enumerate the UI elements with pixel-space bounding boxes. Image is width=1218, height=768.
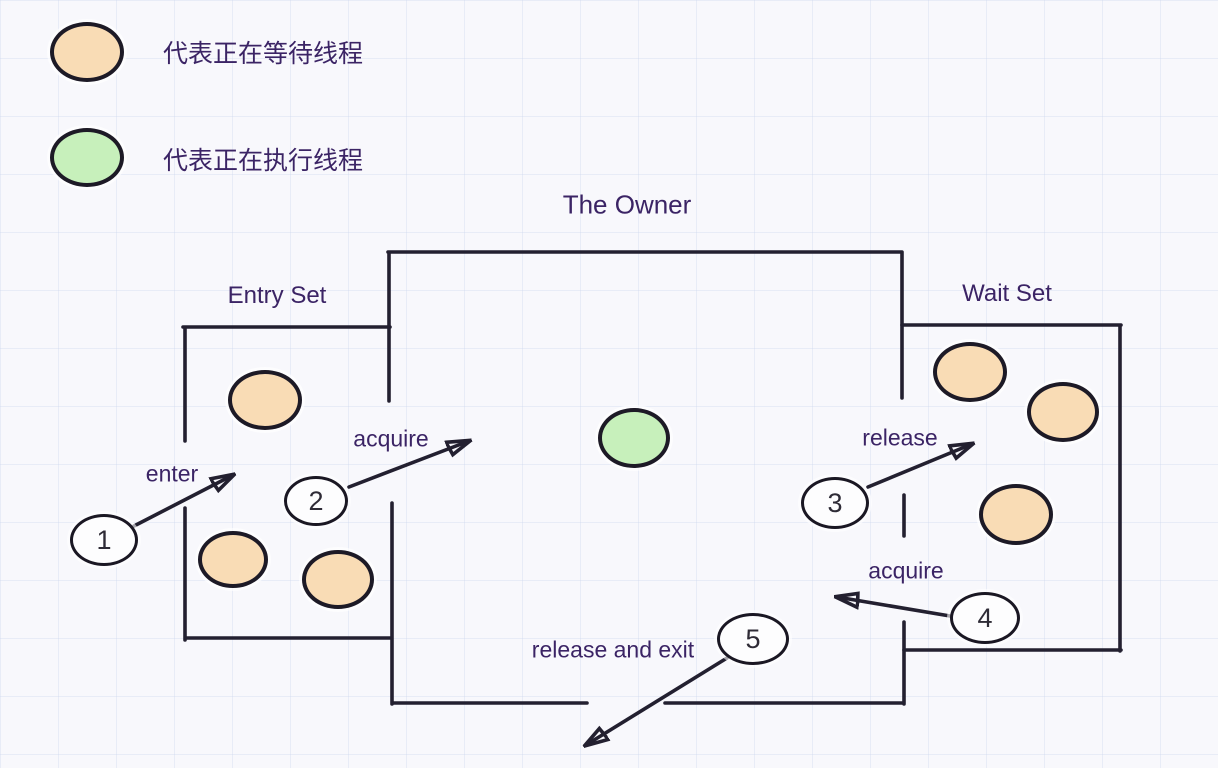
wait-set-box-outline (900, 323, 1123, 653)
owner-title: The Owner (562, 189, 692, 220)
enter-label: enter (145, 460, 199, 487)
legend-waiting-thread-swatch (50, 22, 124, 82)
wait-set-waiting-thread (933, 342, 1007, 402)
wait-set-waiting-thread (979, 484, 1053, 545)
release-arrow (866, 444, 972, 489)
wait-set-title: Wait Set (962, 280, 1052, 307)
step-2-badge: 2 (284, 476, 348, 526)
reacquire-arrow (837, 597, 952, 618)
entry-set-waiting-thread (198, 531, 268, 588)
step-5-badge: 5 (717, 613, 789, 665)
owner-running-thread (598, 408, 670, 468)
legend-waiting-thread-label: 代表正在等待线程 (163, 40, 364, 68)
wait-set-waiting-thread (1027, 382, 1099, 442)
reacquire-label: acquire (868, 557, 944, 584)
enter-arrow (132, 475, 233, 528)
entry-set-box-outline (181, 325, 392, 642)
legend-running-thread-label: 代表正在执行线程 (163, 147, 364, 175)
entry-set-waiting-thread (228, 370, 302, 430)
release-and-exit-label: release and exit (531, 636, 695, 663)
step-3-badge: 3 (801, 477, 869, 529)
release-and-exit-arrow (586, 656, 729, 745)
step-1-badge: 1 (70, 514, 138, 566)
entry-set-title: Entry Set (227, 282, 327, 309)
acquire-label: acquire (353, 425, 429, 452)
release-label: release (862, 424, 938, 451)
entry-set-waiting-thread (302, 550, 374, 609)
step-4-badge: 4 (950, 592, 1020, 644)
acquire-arrow (347, 441, 469, 489)
legend-running-thread-swatch (50, 128, 124, 187)
